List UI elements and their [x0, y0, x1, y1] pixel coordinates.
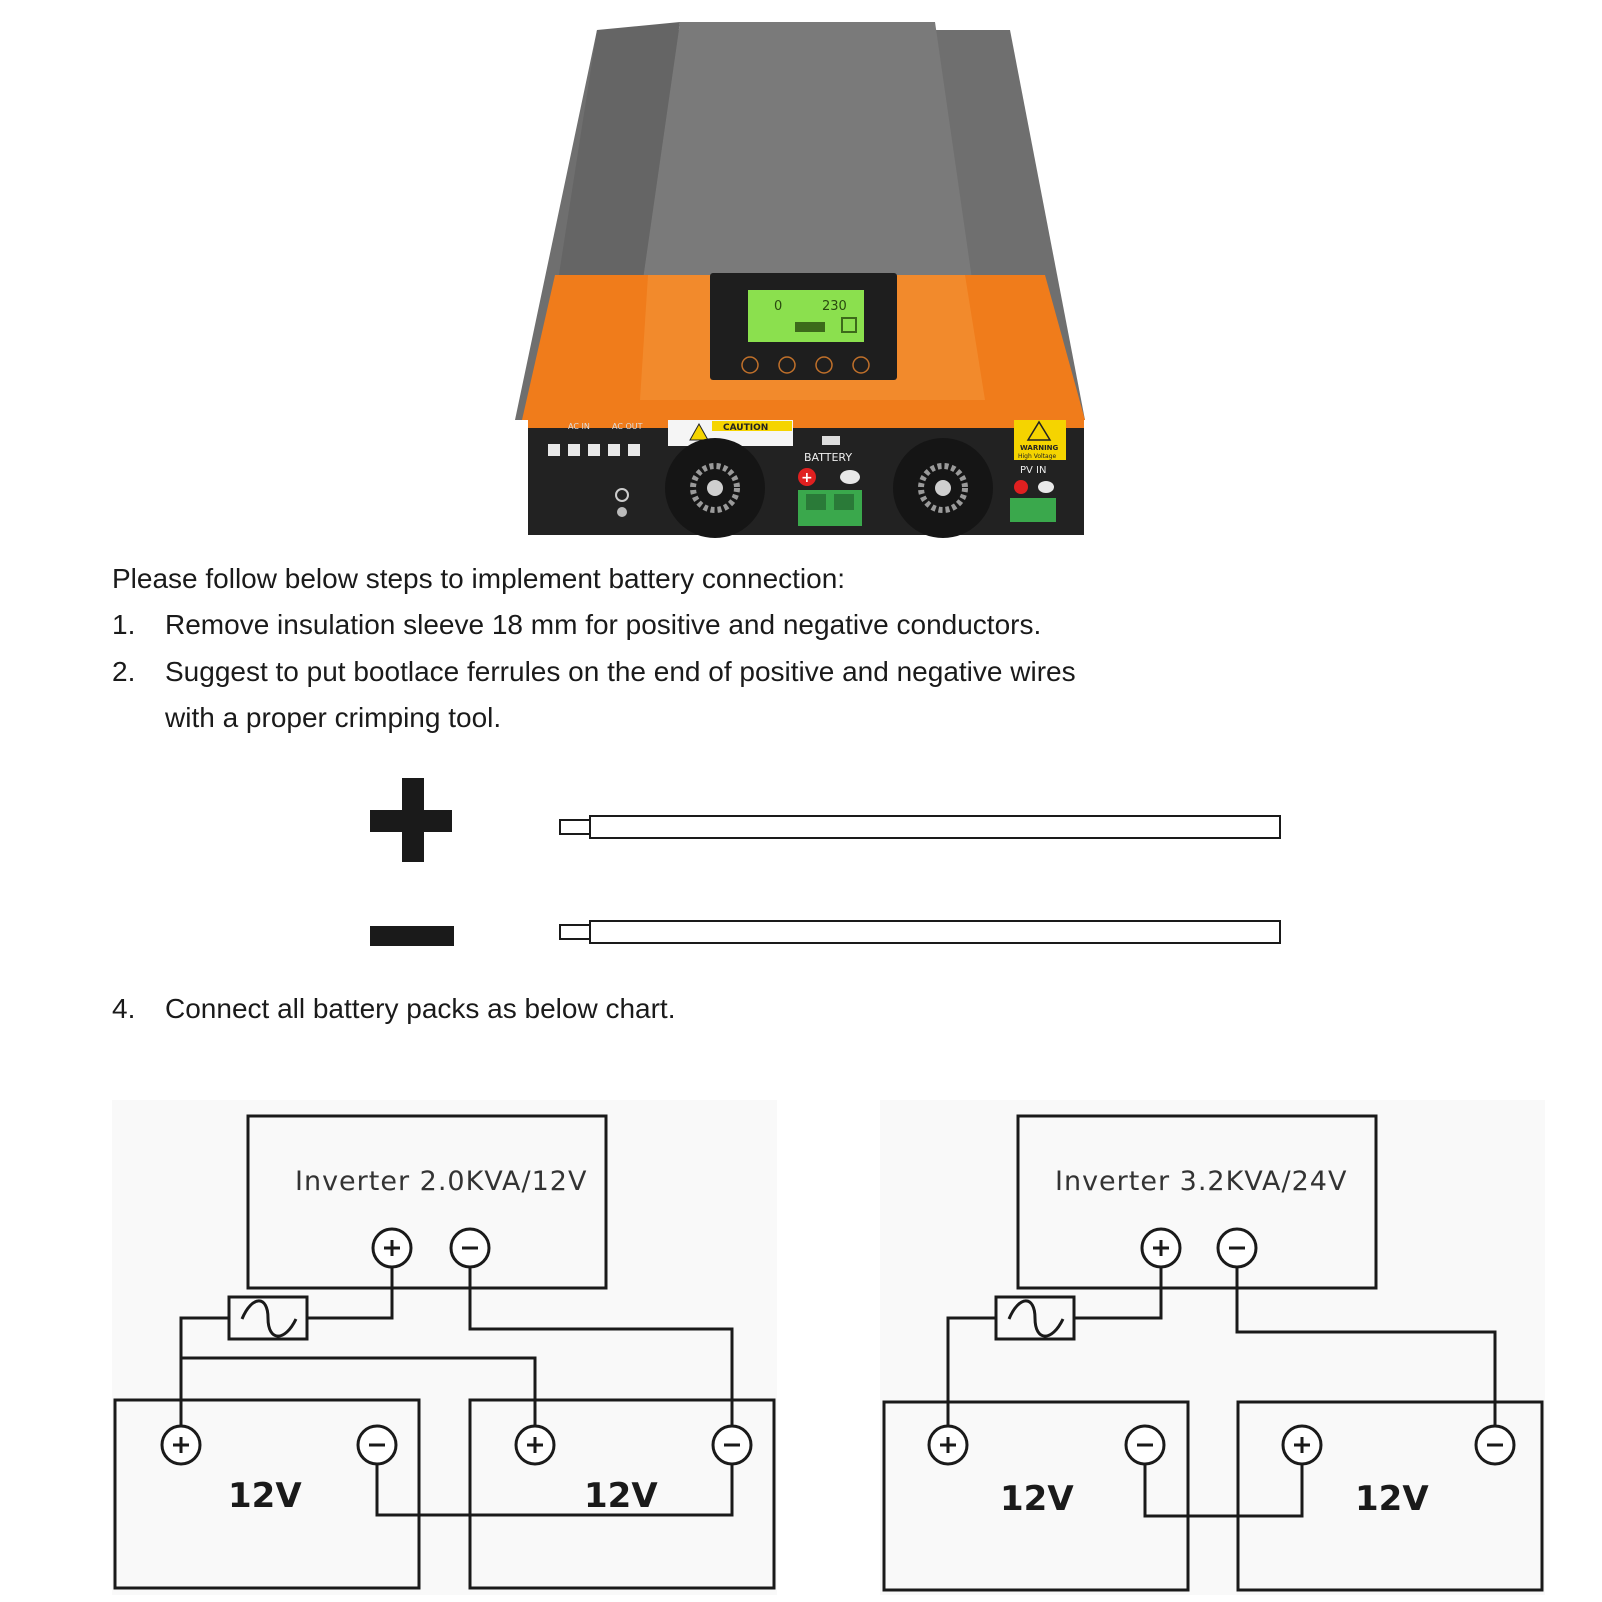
battery-terminal-label: BATTERY	[804, 451, 852, 464]
step-text: Connect all battery packs as below chart…	[165, 993, 676, 1024]
lcd-button-1[interactable]	[741, 356, 759, 374]
step-number: 4.	[112, 993, 136, 1024]
step-number: 2.	[112, 656, 136, 687]
plus-sign-icon	[370, 778, 452, 862]
step-text: Suggest to put bootlace ferrules on the …	[165, 656, 1076, 687]
left-battery-b-voltage: 12V	[584, 1476, 658, 1516]
positive-wire	[589, 815, 1281, 839]
ground-icon	[615, 488, 629, 502]
pv-in-label: PV IN	[1020, 465, 1046, 476]
step-text: Remove insulation sleeve 18 mm for posit…	[165, 609, 1042, 640]
lcd-value-right: 230	[822, 299, 847, 314]
high-voltage-icon	[1026, 420, 1052, 441]
ac-out-label: AC OUT	[612, 422, 643, 431]
wire-illustration	[370, 778, 1281, 946]
instructions-intro: Please follow below steps to implement b…	[112, 563, 846, 594]
right-battery-b-voltage: 12V	[1355, 1479, 1429, 1519]
left-battery-a-voltage: 12V	[228, 1476, 302, 1516]
step-2-continuation: with a proper crimping tool.	[165, 702, 502, 733]
negative-wire	[589, 920, 1281, 944]
inverter-product-image: 0 230 AC IN AC OUT CAUTION BATTERY +	[515, 22, 1085, 538]
fan-left-icon	[665, 438, 765, 538]
lcd-button-2[interactable]	[778, 356, 796, 374]
warning-label: WARNING	[1020, 444, 1059, 452]
ac-in-label: AC IN	[568, 422, 590, 431]
instruction-step: 1. Remove insulation sleeve 18 mm for pos…	[112, 608, 1041, 642]
right-inverter-label: Inverter 3.2KVA/24V	[1055, 1166, 1347, 1197]
positive-wire-stripped-end	[559, 819, 591, 835]
lcd-button-4[interactable]	[852, 356, 870, 374]
pv-negative-icon	[1038, 481, 1054, 493]
left-battery-a	[113, 1398, 421, 1590]
lcd-screen	[748, 290, 864, 342]
left-inverter-label: Inverter 2.0KVA/12V	[295, 1166, 587, 1197]
right-battery-a-voltage: 12V	[1000, 1479, 1074, 1519]
caution-triangle-icon	[689, 422, 709, 441]
svg-text:+: +	[801, 470, 813, 486]
left-battery-b	[468, 1398, 776, 1590]
pv-terminal-block	[1010, 498, 1056, 522]
right-battery-b	[1236, 1400, 1544, 1592]
lcd-button-3[interactable]	[815, 356, 833, 374]
pv-positive-icon	[1014, 480, 1028, 494]
battery-negative-icon	[840, 470, 860, 484]
right-inverter-box	[1016, 1114, 1378, 1290]
wiring-diagrams: Inverter 2.0KVA/12V Inverter 3.2KVA/24V …	[112, 1100, 1545, 1595]
fan-right-icon	[893, 438, 993, 538]
instruction-step: 4. Connect all battery packs as below cha…	[112, 992, 675, 1026]
instruction-step: 2. Suggest to put bootlace ferrules on th…	[112, 655, 1076, 689]
left-inverter-box	[246, 1114, 608, 1290]
caution-label: CAUTION	[723, 423, 768, 433]
lcd-value-left: 0	[774, 299, 782, 314]
step-number: 1.	[112, 609, 136, 640]
right-battery-a	[882, 1400, 1190, 1592]
warning-sub-label: High Voltage	[1018, 453, 1057, 460]
battery-positive-icon	[798, 468, 816, 486]
negative-wire-stripped-end	[559, 924, 591, 940]
minus-sign-icon	[370, 926, 454, 946]
